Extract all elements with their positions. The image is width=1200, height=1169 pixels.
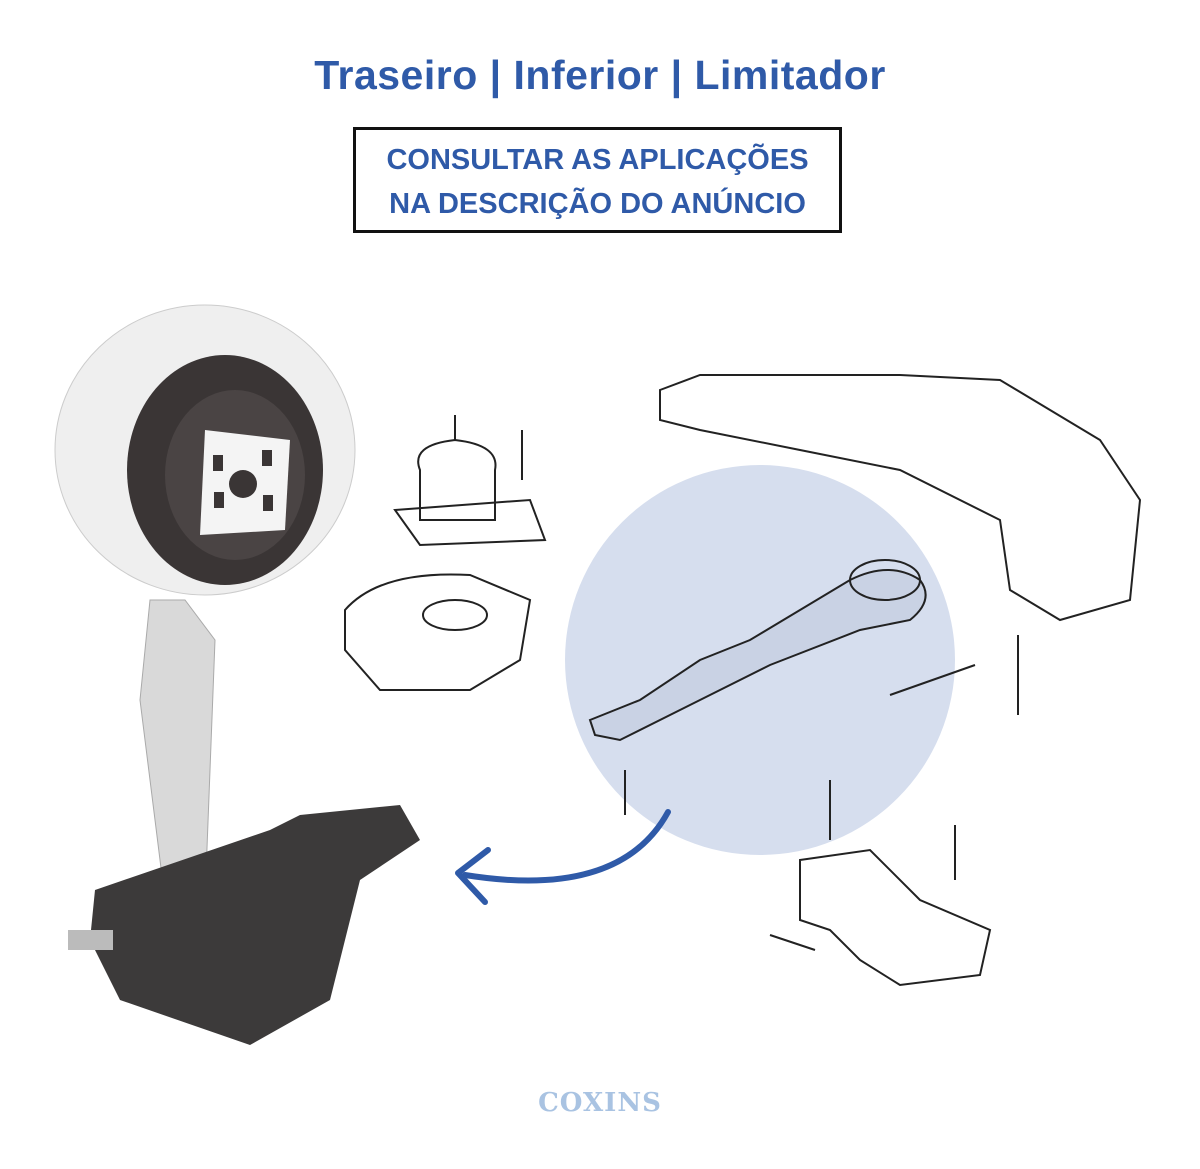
engine-mount-photo (54, 304, 420, 1045)
notice-line-1: CONSULTAR AS APLICAÇÕES (386, 144, 809, 176)
page-title: Traseiro | Inferior | Limitador (314, 52, 886, 98)
arrow-icon (455, 809, 671, 905)
brand-logo: COXINS (538, 1088, 662, 1118)
exploded-diagram (344, 374, 1142, 987)
notice-box: CONSULTAR AS APLICAÇÕES NA DESCRIÇÃO DO … (353, 127, 842, 233)
notice-line-2: NA DESCRIÇÃO DO ANÚNCIO (389, 188, 806, 220)
